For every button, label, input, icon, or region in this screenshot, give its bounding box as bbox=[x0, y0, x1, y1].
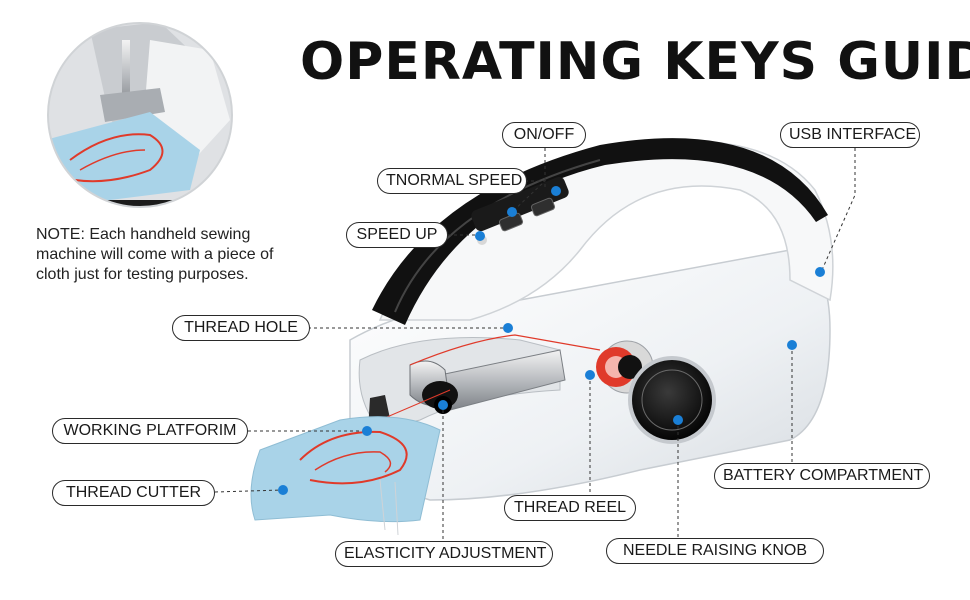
label-elasticity-adjustment: ELASTICITY ADJUSTMENT bbox=[335, 541, 553, 567]
page-title: OPERATING KEYS GUIDE bbox=[300, 32, 970, 92]
label-on-off: ON/OFF bbox=[502, 122, 586, 148]
label-normal-speed: TNORMAL SPEED bbox=[377, 168, 527, 194]
note-text: NOTE: Each handheld sewing machine will … bbox=[36, 226, 274, 283]
marker-dots bbox=[278, 186, 825, 495]
label-thread-hole: THREAD HOLE bbox=[172, 315, 310, 341]
label-thread-cutter: THREAD CUTTER bbox=[52, 480, 215, 506]
label-working-platform: WORKING PLATFORIM bbox=[52, 418, 248, 444]
label-speed-up: SPEED UP bbox=[346, 222, 448, 248]
label-thread-reel: THREAD REEL bbox=[504, 495, 636, 521]
label-needle-raising-knob: NEEDLE RAISING KNOB bbox=[606, 538, 824, 564]
label-battery-compartment: BATTERY COMPARTMENT bbox=[714, 463, 930, 489]
test-cloth bbox=[250, 416, 441, 536]
label-usb-interface: USB INTERFACE bbox=[780, 122, 920, 148]
leader-lines bbox=[214, 148, 856, 540]
closeup-inset bbox=[47, 22, 233, 208]
